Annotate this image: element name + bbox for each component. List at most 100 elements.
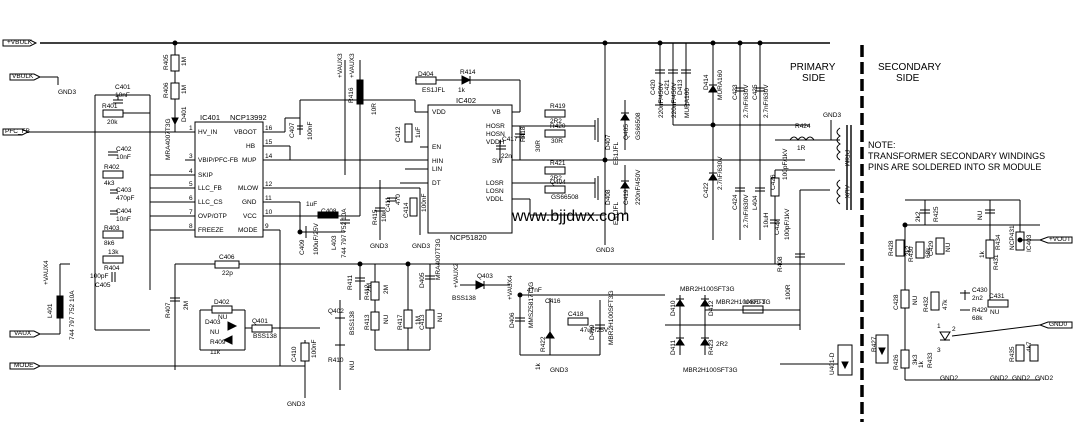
ic401-pin-num: 8 (189, 223, 193, 230)
r429-ref: R432 (923, 296, 930, 312)
r404-value: 13k (108, 249, 119, 256)
gnd3-label: GND3 (550, 367, 568, 374)
net-label-vbulk-top: +VBULK (7, 39, 33, 46)
net-flags (2, 39, 1073, 370)
q403-value: 47nF (527, 287, 542, 294)
c422-value: 2.7nF/630V (743, 84, 750, 118)
r424-ref: C426 (770, 174, 777, 190)
ic401-pin-ovp: OVP/OTP (198, 213, 227, 220)
transformer: PRIM AUX (836, 125, 852, 210)
r430-value: NU (945, 242, 952, 252)
r434-value: NCP431 (1009, 225, 1016, 250)
c404-value: 10nF (116, 216, 131, 223)
c411-ref: R415 (372, 209, 379, 225)
r409-ref: Q401 (252, 318, 268, 325)
d408-value: 220nF/450V (635, 169, 642, 205)
d409-ref: D410 (670, 300, 677, 316)
ic402-part: NCP51820 (450, 233, 487, 242)
secondary-side-title-2: SIDE (896, 73, 920, 84)
c426-ref: C427 (774, 219, 781, 235)
d414-ref: C422 (703, 182, 710, 198)
c408-value: 100uF/25V (313, 223, 320, 255)
r404-ref: R404 (104, 265, 120, 272)
l401-value: 744 797 752 10A (69, 290, 76, 340)
note-line-1: TRANSFORMER SECONDARY WINDINGS (868, 151, 1045, 161)
c401-value: 10nF (115, 92, 130, 99)
junction-dots (172, 40, 1023, 298)
d403-value: 11k (210, 349, 221, 356)
primary-side-title-1: PRIMARY (790, 62, 836, 73)
d409-value: MBR2H100SFT3G (716, 299, 771, 306)
ic401-pin-num: 7 (189, 209, 193, 216)
secondary-side-title-1: SECONDARY (878, 62, 941, 73)
r417-ref: C413 (419, 314, 426, 330)
d401-value: MRA4007T3G (165, 118, 172, 160)
ic402-pin-hin: HIN (432, 158, 444, 165)
ic401-pin-freeze: FREEZE (198, 227, 224, 234)
r406-ref: R406 (163, 82, 170, 98)
d402-ref: D403 (205, 319, 221, 326)
c408-ref: C409 (299, 239, 306, 255)
r407-ref: D402 (214, 299, 230, 306)
r428-value: 68k (925, 247, 932, 258)
c413-value: MRA4007T3G (435, 238, 442, 280)
net-label-pfc-fb: PFC_FB (5, 128, 30, 135)
r408-value: 22p (222, 270, 233, 277)
gnd3-label: GND3 (58, 89, 76, 96)
c419-value: 220nF/450V (658, 82, 665, 118)
c418-value: MBR2H100SFT3G (608, 290, 615, 345)
d402-value: NU (210, 329, 220, 336)
r414-value: 1uF (415, 127, 422, 138)
ic401-pin-num: 9 (265, 223, 269, 230)
r431-ref: R434 (995, 234, 1002, 250)
ic402-pin-en: EN (432, 144, 441, 151)
c414-value: 22n (501, 153, 512, 160)
ic401-pin-num: 5 (189, 181, 193, 188)
r419-value: 30R (551, 138, 563, 145)
r427-value: 3k3 (912, 354, 919, 365)
c428-ref: R425 (933, 206, 940, 222)
gnd2-label: GND2 (1035, 375, 1053, 382)
c431-ref: R431 (993, 254, 1000, 270)
c431-value: NU (977, 210, 984, 220)
r420-value: 2R2 (550, 175, 562, 182)
d410-value: MBR2H100SFT3G (683, 367, 738, 374)
gnd3-label: GND3 (823, 112, 841, 119)
c412-ref: C411 (385, 197, 392, 212)
c418-ref: D409 (589, 324, 596, 340)
q402-ref: R410 (328, 357, 344, 364)
l404-value: 1R (797, 145, 806, 152)
ic402-pin-vb: VB (492, 109, 501, 116)
c420-ref: C421 (664, 79, 671, 95)
net-label-vout: +VOUT (1049, 236, 1071, 243)
left-network: R405 1M R406 1M D401 MRA4007T3G C401 10n… (43, 43, 188, 340)
r417-value: NU (437, 312, 444, 322)
gnd3-label: GND3 (412, 243, 430, 250)
d414-value: 2.7nF/630V (717, 156, 724, 190)
r403-ref: R403 (104, 225, 120, 232)
ic401-pin-skip: SKIP (198, 172, 213, 179)
r413-ref: R417 (397, 314, 404, 330)
c410-value: 2M (366, 283, 373, 292)
c424-value: 2.7nF/630V (763, 84, 770, 118)
ic401-part: NCP13992 (230, 113, 267, 122)
d411-value-top: MBR2H100SFT3G (680, 286, 735, 293)
r410-ref: C410 (291, 346, 298, 362)
c425-ref: L404 (752, 195, 759, 210)
gnd3-label: GND3 (370, 243, 388, 250)
c409-ref: L403 (331, 235, 338, 250)
r401-value: 20k (107, 119, 118, 126)
c424-ref: C425 (752, 84, 759, 100)
ic401-pin-num: 3 (189, 153, 193, 160)
r408-ref: C406 (219, 254, 235, 261)
ic403-pin-1: 1 (937, 323, 941, 330)
c417-value: 30R (535, 140, 542, 152)
c403-value: 470pF (116, 195, 134, 202)
c413-ref: D405 (419, 272, 426, 288)
d413-ref: D414 (703, 74, 710, 90)
aux-supply: +VAUX4 D406 MMSZ5817T1G 47nF C416 R422 1… (507, 275, 853, 376)
r406-value: 1M (181, 85, 188, 94)
r415-value: 100nF (421, 194, 428, 212)
ic403-value: 1k (918, 360, 925, 368)
ic401-pin-hv-in: HV_IN (198, 129, 217, 136)
